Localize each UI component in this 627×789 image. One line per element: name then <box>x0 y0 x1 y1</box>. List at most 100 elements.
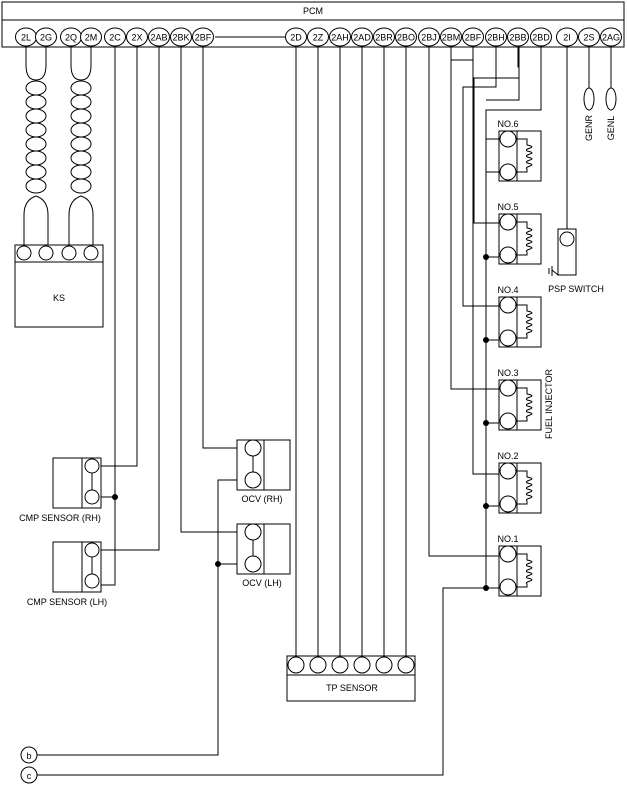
genr-label: GENR <box>584 115 594 142</box>
pcm-pin: 2M <box>80 27 102 47</box>
cmp-rh-label: CMP SENSOR (RH) <box>19 513 101 523</box>
cmp-sensor-rh: CMP SENSOR (RH) <box>19 457 102 523</box>
pcm-title: PCM <box>303 6 323 16</box>
pcm-pin-label: 2S <box>583 33 594 43</box>
injector: NO.3 <box>497 368 542 431</box>
injector: NO.5 <box>497 202 542 265</box>
injector: NO.6 <box>497 119 542 182</box>
pcm-pin: 2BJ <box>418 27 440 47</box>
twisted-pair-loop <box>70 164 92 180</box>
pcm-pin: 2BO <box>395 27 417 47</box>
pcm-pin: 2Z <box>307 27 329 47</box>
fuel-injector-label: FUEL INJECTOR <box>544 368 554 439</box>
twisted-pair-loop <box>25 80 47 96</box>
pcm-pin: 2BF <box>192 27 214 47</box>
twisted-pair-loop <box>70 150 92 166</box>
pcm-pin-label: 2BB <box>509 33 526 43</box>
injector-label: NO.6 <box>497 119 518 129</box>
ks-sensor: KS <box>14 244 104 328</box>
twisted-pair-loop <box>25 178 47 194</box>
pcm-pin: 2S <box>578 27 600 47</box>
pcm-pin: 2I <box>556 27 578 47</box>
twisted-pair-loop <box>70 122 92 138</box>
connector-c-label: c <box>27 771 32 781</box>
pcm-pin: 2BB <box>507 27 529 47</box>
pcm-pin: 2AH <box>329 27 351 47</box>
injector: NO.1 <box>497 534 542 597</box>
injector-label: NO.2 <box>497 451 518 461</box>
cmp-sensor-lh: CMP SENSOR (LH) <box>27 541 107 607</box>
ocv-lh-label: OCV (LH) <box>242 578 282 588</box>
pcm-pin-label: 2D <box>290 33 302 43</box>
ocv-lh: OCV (LH) <box>236 523 291 588</box>
pcm-pin-label: 2BR <box>375 33 393 43</box>
pcm-pin-label: 2BM <box>442 33 461 43</box>
cmp-lh-label: CMP SENSOR (LH) <box>27 597 107 607</box>
connector-b: b <box>20 746 38 764</box>
injector-label: NO.5 <box>497 202 518 212</box>
injector-wiring <box>428 47 542 591</box>
pcm-pin: 2AG <box>600 27 622 47</box>
ocv-wiring <box>34 47 508 776</box>
twisted-pair-loop <box>70 94 92 110</box>
pcm-pin: 2BF <box>462 27 484 47</box>
pcm-pin: 2L <box>15 27 37 47</box>
connector-c: c <box>20 766 38 784</box>
injector-label: NO.3 <box>497 368 518 378</box>
pcm-pin-label: 2Z <box>313 33 324 43</box>
pcm-pin-label: 2BK <box>172 33 189 43</box>
pcm-pin-label: 2AH <box>331 33 349 43</box>
connector-b-label: b <box>26 751 31 761</box>
injector: NO.2 <box>497 451 542 514</box>
ocv-rh-label: OCV (RH) <box>242 494 283 504</box>
twisted-pair-loop <box>25 122 47 138</box>
pcm-pin-label: 2BJ <box>421 33 437 43</box>
pcm-pin-label: 2BO <box>397 33 415 43</box>
tp-wiring <box>295 47 407 656</box>
pcm-pin: 2X <box>126 27 148 47</box>
pcm-pin-label: 2M <box>85 33 98 43</box>
twisted-pair-loop <box>25 136 47 152</box>
injector-label: NO.4 <box>497 285 518 295</box>
pcm-pin: 2Q <box>60 27 82 47</box>
genl-label: GENL <box>606 116 616 141</box>
ks-wiring <box>23 47 94 245</box>
pcm-pin-label: 2AD <box>353 33 371 43</box>
generator-terminals: GENR GENL <box>583 47 617 142</box>
twisted-pair-loop <box>70 80 92 96</box>
injector: NO.4 <box>497 285 542 348</box>
pcm-pin-label: 2L <box>21 33 31 43</box>
pcm-pin-label: 2C <box>109 33 121 43</box>
twisted-pair-loop <box>25 150 47 166</box>
twisted-pair-loop <box>25 108 47 124</box>
pcm-pin: 2BD <box>530 27 552 47</box>
pcm-pin: 2BM <box>440 27 462 47</box>
twisted-pair-loop <box>70 108 92 124</box>
pcm-pin-label: 2AB <box>150 33 167 43</box>
pcm-pin: 2BR <box>373 27 395 47</box>
pcm-pin: 2C <box>104 27 126 47</box>
pcm-pin-label: 2BF <box>195 33 212 43</box>
fuel-injectors: NO.6NO.5NO.4NO.3NO.2NO.1 <box>497 119 542 597</box>
psp-switch-label: PSP SWITCH <box>548 284 604 294</box>
pcm-pin: 2G <box>35 27 57 47</box>
pcm-pin: 2AD <box>351 27 373 47</box>
twisted-pair-loop <box>70 136 92 152</box>
ocv-rh: OCV (RH) <box>236 439 291 504</box>
pcm-pin-label: 2AG <box>602 33 620 43</box>
injector-label: NO.1 <box>497 534 518 544</box>
twisted-pair-loop <box>25 164 47 180</box>
ks-label: KS <box>53 293 65 303</box>
pcm-pin-label: 2BD <box>532 33 550 43</box>
pcm-pin-label: 2G <box>40 33 52 43</box>
pcm-pin-label: 2BF <box>465 33 482 43</box>
pcm-pin: 2BH <box>485 27 507 47</box>
pcm-block: PCM 2L 2G 2Q 2M 2C 2X 2AB 2BK 2BF 2D 2Z 2AH 2AD 2BR 2B… <box>1 1 625 48</box>
tp-sensor: TP SENSOR <box>286 655 416 702</box>
pcm-pin: 2D <box>285 27 307 47</box>
pcm-pin-label: 2X <box>131 33 142 43</box>
pcm-pin-label: 2Q <box>65 33 77 43</box>
psp-switch: PSP SWITCH <box>548 47 604 294</box>
tp-sensor-label: TP SENSOR <box>326 683 378 693</box>
